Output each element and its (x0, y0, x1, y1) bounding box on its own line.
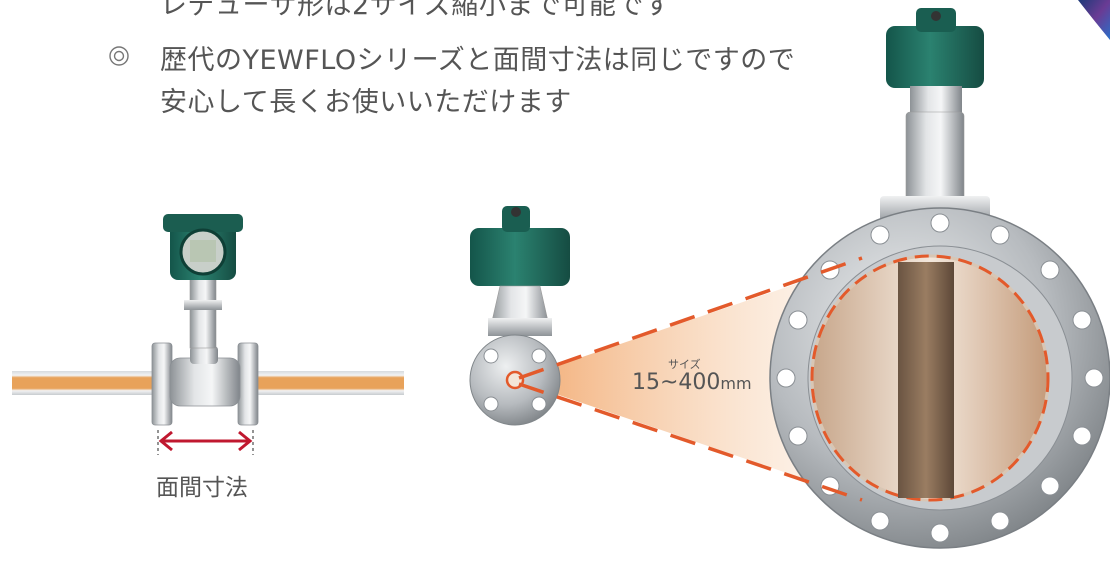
corner-decoration (1078, 0, 1110, 40)
double-headed-arrow-icon (158, 430, 253, 452)
small-size-flowmeter-graphic (469, 206, 860, 498)
size-caption: サイズ (668, 358, 701, 371)
large-size-flowmeter-graphic (769, 8, 1110, 549)
beam-line-bottom (518, 382, 863, 502)
size-range-value: 15~400mm (632, 370, 752, 395)
concentric-circle-bullet-icon (109, 46, 129, 66)
installed-flowmeter-graphic (12, 214, 404, 455)
size-range-number: 15~400 (632, 370, 721, 395)
feature-text-line3: 安心して長くお使いいただけます (160, 87, 572, 118)
size-range-unit: mm (720, 374, 752, 393)
face-to-face-dimension-label: 面間寸法 (156, 475, 248, 501)
feature-text-line2: 歴代のYEWFLOシリーズと面間寸法は同じですので (160, 45, 796, 76)
beam-line-top (518, 256, 863, 380)
feature-text-line1: レデューサ形は2サイズ縮小まで可能です (160, 0, 672, 21)
